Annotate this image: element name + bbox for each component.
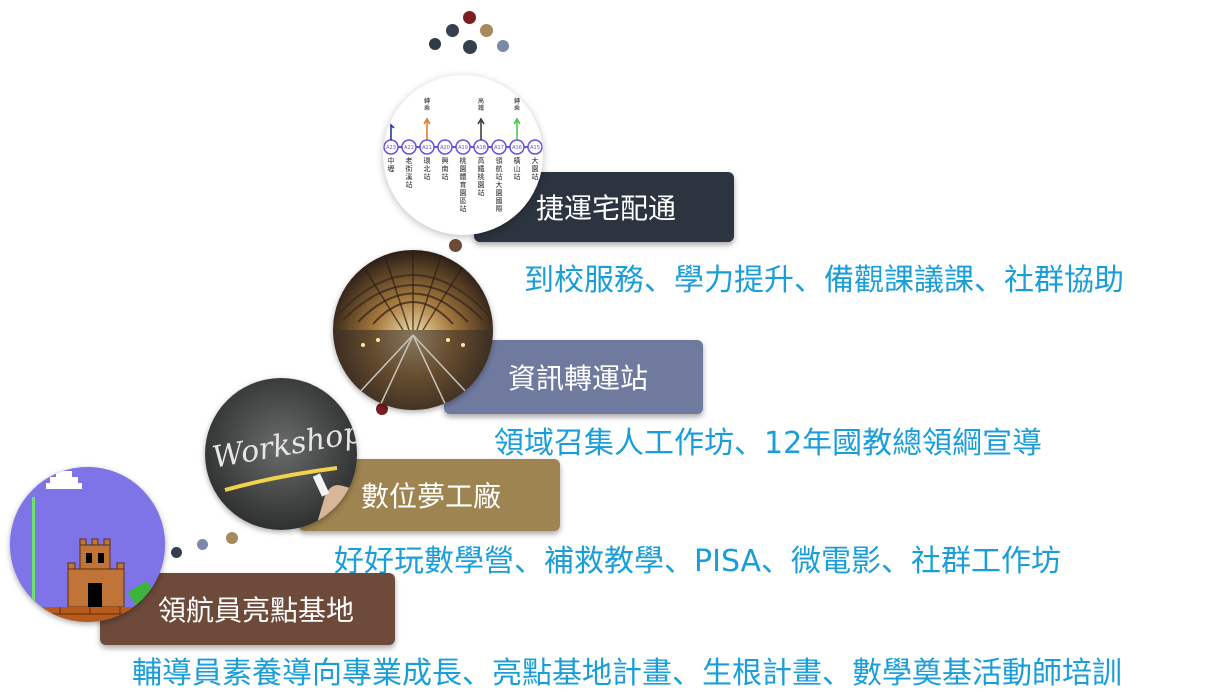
decor-dot	[376, 403, 388, 415]
metro-station-code: A23	[386, 145, 396, 151]
metro-station-name: 站	[532, 172, 539, 181]
transfer-arrowhead	[513, 117, 521, 125]
decor-dot	[449, 239, 462, 252]
decor-dot	[197, 539, 208, 550]
tier3-label: 資訊轉運站	[508, 362, 649, 395]
tier2-description: 好好玩數學營、補救教學、PISA、微電影、社群工作坊	[334, 544, 1062, 579]
metro-station-name: 興	[442, 156, 449, 165]
metro-station-node	[527, 139, 543, 155]
train-station-icon	[333, 250, 493, 410]
metro-station-node	[401, 139, 417, 155]
tier1-label-box: 領航員亮點基地	[100, 573, 395, 645]
decor-dot	[463, 11, 476, 24]
metro-station-node	[491, 139, 507, 155]
metro-station-name: 大	[532, 156, 539, 165]
metro-station-name: 區	[460, 197, 467, 205]
metro-station-name: 環	[424, 157, 431, 165]
metro-station-name: 站	[406, 180, 413, 189]
transfer-label: 乘	[514, 104, 520, 112]
transfer-label: 轉	[424, 97, 430, 105]
metro-station-code: A16	[512, 145, 522, 151]
metro-station-name: 站	[496, 172, 503, 181]
metro-station-name: 橫	[514, 156, 521, 165]
metro-station-name: 桃	[478, 172, 485, 181]
tier1-label: 領航員亮點基地	[158, 594, 355, 627]
transfer-arrowhead	[477, 117, 485, 125]
transfer-label: 轉	[514, 97, 520, 105]
metro-station-code: A22	[404, 145, 414, 151]
metro-branch-arrow	[390, 123, 395, 140]
metro-station-name: 園	[478, 181, 485, 189]
decor-dot	[429, 38, 441, 50]
metro-station-name: 國	[496, 197, 503, 205]
metro-station-name: 航	[496, 164, 503, 173]
decor-dot	[480, 24, 493, 37]
metro-station-name: 園	[460, 189, 467, 197]
metro-station-code: A19	[458, 145, 468, 151]
tier3-label-box: 資訊轉運站	[444, 340, 703, 414]
metro-station-name: 鐵	[478, 164, 485, 173]
metro-station-node	[437, 139, 453, 155]
tier4-label: 捷運宅配通	[536, 192, 677, 225]
transfer-label: 乘	[424, 104, 430, 112]
metro-station-name: 街	[406, 164, 413, 173]
tier4-description: 到校服務、學力提升、備觀課議課、社群協助	[524, 263, 1124, 298]
mario-castle-icon	[10, 467, 165, 622]
metro-station-code: A15	[530, 145, 540, 151]
metro-station-code: A17	[494, 145, 504, 151]
metro-station-name: 南	[442, 164, 449, 173]
decor-dot	[171, 547, 182, 558]
transfer-label: 高	[478, 97, 484, 105]
decor-dot	[226, 532, 238, 544]
decor-dot	[497, 40, 509, 52]
metro-station-name: 站	[424, 172, 431, 181]
metro-station-name: 站	[442, 172, 449, 181]
workshop-chalkboard-icon: Workshop	[205, 378, 357, 530]
metro-station-name: 桃	[460, 156, 467, 165]
metro-station-name: 北	[424, 165, 431, 173]
metro-station-name: 站	[514, 172, 521, 181]
metro-station-name: 際	[496, 204, 503, 213]
transfer-arrowhead	[423, 117, 431, 125]
metro-station-name: 壢	[388, 164, 395, 173]
decor-dot	[446, 24, 459, 37]
metro-station-code: A21	[422, 145, 432, 151]
metro-station-name: 高	[478, 156, 485, 165]
transfer-label: 鐵	[478, 104, 484, 112]
metro-station-code: A18	[476, 145, 486, 151]
metro-station-name: 溪	[406, 172, 413, 181]
decor-dot	[463, 40, 477, 54]
metro-station-name: 大	[496, 180, 503, 189]
metro-station-name: 站	[460, 204, 467, 213]
tier2-label: 數位夢工廠	[361, 480, 502, 513]
metro-station-code: A20	[440, 145, 450, 151]
metro-station-name: 園	[496, 189, 503, 197]
metro-station-name: 體	[460, 172, 467, 181]
metro-station-name: 中	[388, 156, 395, 165]
metro-station-name: 園	[532, 165, 539, 173]
metro-station-name: 育	[460, 180, 467, 189]
metro-station-name: 老	[406, 156, 413, 165]
metro-station-node	[455, 139, 471, 155]
metro-station-name: 園	[460, 165, 467, 173]
metro-station-name: 站	[478, 188, 485, 197]
tier1-description: 輔導員素養導向專業成長、亮點基地計畫、生根計畫、數學奠基活動師培訓	[132, 656, 1122, 691]
metro-station-name: 領	[496, 156, 503, 165]
tier3-description: 領域召集人工作坊、12年國教總領綱宣導	[494, 426, 1043, 461]
metro-station-name: 山	[514, 164, 521, 173]
